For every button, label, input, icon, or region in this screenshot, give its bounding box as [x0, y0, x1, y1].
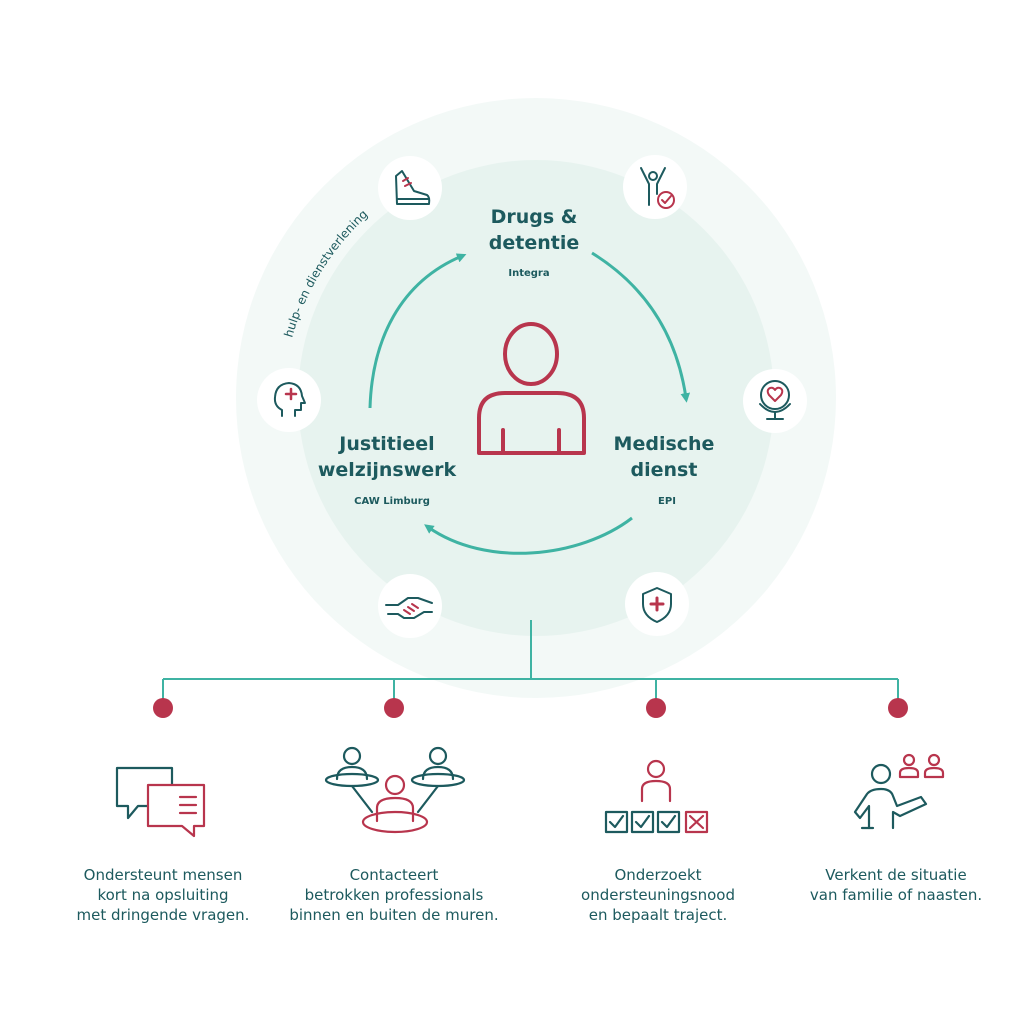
- task-caption-line: Verkent de situatie: [825, 866, 967, 884]
- task-caption: Contacteert betrokken professionals binn…: [276, 865, 512, 925]
- node-title-line: welzijnswerk: [317, 459, 457, 481]
- task-dot: [888, 698, 908, 718]
- inner-halo: [298, 160, 774, 636]
- task-caption: Verkent de situatie van familie of naast…: [792, 865, 1000, 905]
- task-dot: [153, 698, 173, 718]
- handshake-icon: [378, 574, 442, 638]
- task-caption-line: Onderzoekt: [614, 866, 702, 884]
- node-title-line: Drugs &: [490, 206, 578, 228]
- task-caption-line: Ondersteunt mensen: [83, 866, 243, 884]
- node-title-justitieel-welzijnswerk: Justitieel welzijnswerk: [302, 431, 472, 483]
- node-title-medische-dienst: Medische dienst: [598, 431, 730, 483]
- node-subtitle-epi: EPI: [658, 496, 676, 507]
- task-caption-line: betrokken professionals: [304, 886, 484, 904]
- node-title-drugs-detentie: Drugs & detentie: [459, 204, 609, 256]
- person-icon: [477, 322, 586, 455]
- node-title-line: detentie: [488, 232, 580, 254]
- task-caption-line: kort na opsluiting: [97, 886, 229, 904]
- cycle-arrow-right: [591, 251, 691, 403]
- task-dot: [646, 698, 666, 718]
- heart-globe-icon: [743, 369, 807, 433]
- presenting-person-icon: [853, 753, 945, 830]
- cycle-arrow-bottom: [424, 516, 633, 555]
- node-title-line: Medische: [613, 433, 715, 455]
- task-caption-line: Contacteert: [349, 866, 439, 884]
- task-caption-line: met dringende vragen.: [76, 906, 250, 924]
- task-caption-line: binnen en buiten de muren.: [289, 906, 499, 924]
- task-caption: Ondersteunt mensen kort na opsluiting me…: [48, 865, 278, 925]
- speech-bubbles-icon: [115, 766, 206, 838]
- checklist-person-icon: [604, 759, 709, 834]
- cycle-arrow-top: [368, 253, 467, 409]
- task-caption-line: en bepaalt traject.: [588, 906, 728, 924]
- connector-tree: [162, 620, 899, 707]
- task-caption: Onderzoekt ondersteuningsnood en bepaalt…: [556, 865, 760, 925]
- task-caption-line: van familie of naasten.: [809, 886, 983, 904]
- task-caption-line: ondersteuningsnood: [581, 886, 735, 904]
- person-checkmark-icon: [623, 155, 687, 219]
- node-title-line: dienst: [630, 459, 698, 481]
- shoe-icon: [378, 156, 442, 220]
- node-title-line: Justitieel: [339, 433, 435, 455]
- node-subtitle-integra: Integra: [508, 268, 550, 279]
- connected-people-icon: [324, 746, 466, 834]
- shield-cross-icon: [625, 572, 689, 636]
- head-cross-icon: [257, 368, 321, 432]
- task-dot: [384, 698, 404, 718]
- node-subtitle-caw-limburg: CAW Limburg: [354, 496, 430, 507]
